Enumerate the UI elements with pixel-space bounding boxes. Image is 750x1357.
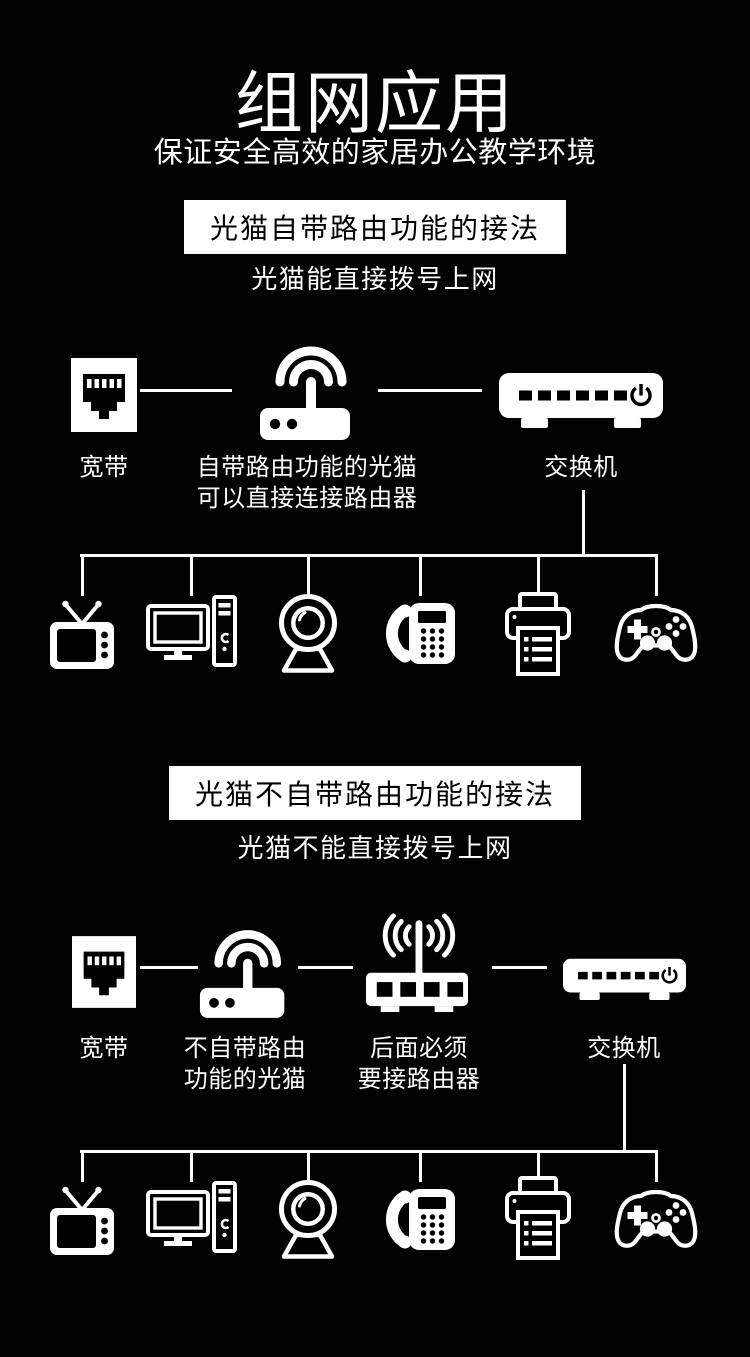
- game-controller-icon: [612, 1188, 700, 1252]
- node-label-modem-line2: 功能的光猫: [183, 1066, 307, 1093]
- node-label-router-line2: 要接路由器: [357, 1066, 481, 1093]
- device-drop-line: [80, 1150, 84, 1182]
- page-subtitle: 保证安全高效的家居办公教学环境: [153, 137, 597, 169]
- node-label-modem-line2: 可以直接连接路由器: [196, 485, 418, 512]
- node-label-router-line1: 后面必须: [370, 1035, 468, 1062]
- device-drop-line: [654, 554, 658, 596]
- section2-note: 光猫不能直接拨号上网: [237, 833, 513, 863]
- node-label-modem-line1: 不自带路由: [183, 1035, 307, 1062]
- node-label-switch: 交换机: [587, 1035, 661, 1062]
- connector-line: [298, 966, 353, 969]
- wifi-router-icon: [362, 910, 472, 1012]
- wifi-modem-icon: [199, 922, 289, 1018]
- connector-line: [140, 389, 232, 392]
- telephone-icon: [384, 1186, 456, 1254]
- device-drop-line: [536, 554, 540, 596]
- device-drop-line: [654, 1150, 658, 1182]
- bus-line: [80, 1150, 658, 1153]
- node-label-broadband: 宽带: [79, 454, 129, 481]
- tv-icon: [49, 1182, 115, 1256]
- section1-header-badge: 光猫自带路由功能的接法: [183, 200, 567, 254]
- switch-drop-line: [582, 490, 585, 556]
- device-drop-line: [80, 554, 84, 596]
- ethernet-port-icon: [72, 936, 136, 1008]
- desktop-computer-icon: [145, 1180, 237, 1256]
- webcam-icon: [271, 592, 345, 674]
- device-drop-line: [418, 554, 422, 596]
- device-drop-line: [189, 554, 193, 596]
- webcam-icon: [271, 1178, 345, 1260]
- game-controller-icon: [612, 602, 700, 666]
- device-drop-line: [536, 1150, 540, 1182]
- device-drop-line: [189, 1150, 193, 1182]
- switch-drop-line: [623, 1064, 626, 1152]
- bus-line: [80, 554, 658, 557]
- device-drop-line: [306, 1150, 310, 1182]
- network-switch-icon: [498, 372, 664, 432]
- network-switch-icon: [562, 958, 687, 1003]
- device-drop-line: [418, 1150, 422, 1182]
- section2-header-badge: 光猫不自带路由功能的接法: [168, 766, 582, 820]
- node-label-switch: 交换机: [544, 454, 618, 481]
- node-label-broadband: 宽带: [79, 1035, 129, 1062]
- section1-note: 光猫能直接拨号上网: [251, 264, 499, 294]
- node-label-modem-line1: 自带路由功能的光猫: [196, 454, 418, 481]
- connector-line: [492, 966, 547, 969]
- printer-icon: [505, 592, 571, 678]
- connector-line: [378, 389, 482, 392]
- telephone-icon: [384, 600, 456, 668]
- page-title: 组网应用: [234, 66, 515, 142]
- device-drop-line: [306, 554, 310, 596]
- connector-line: [140, 966, 198, 969]
- tv-icon: [49, 596, 115, 670]
- printer-icon: [505, 1176, 571, 1262]
- wifi-modem-icon: [259, 338, 355, 440]
- desktop-computer-icon: [145, 594, 237, 670]
- ethernet-port-icon: [71, 358, 137, 432]
